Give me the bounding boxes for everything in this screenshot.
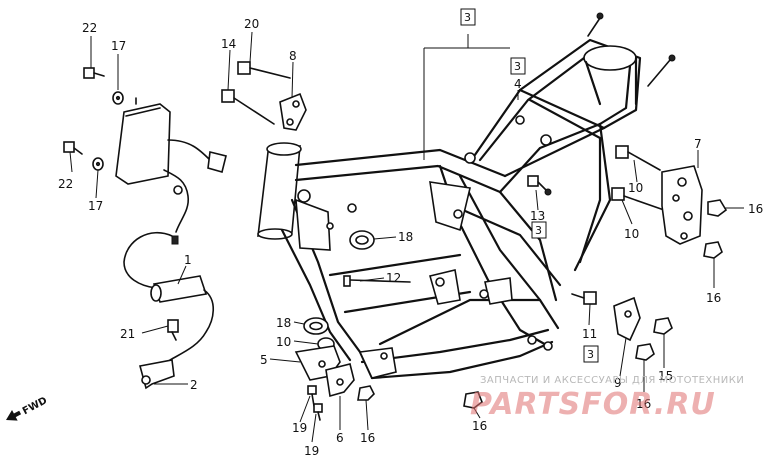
callout-3: 3 [535,224,542,237]
callout-16: 16 [706,291,721,305]
callout-1: 1 [184,253,192,267]
callout-16: 16 [472,419,487,433]
bolt-22-top [83,67,105,79]
bolt-20 [237,61,291,79]
callout-22: 22 [82,21,97,35]
callout-10: 10 [628,181,643,195]
boxed-callout-3 [583,345,599,363]
nut-16-right-mid [703,241,723,259]
spark-plug-cap [138,359,175,390]
callout-7: 7 [694,137,702,151]
bolt-19a [307,385,317,407]
watermark-logo: PARTSFOR.RU [470,387,716,422]
callout-8: 8 [289,49,297,63]
frame-body [257,12,676,380]
bolt-21 [167,319,179,341]
bolt-19b [313,403,323,421]
washer-17-top [112,91,124,105]
leader-lines [69,31,744,443]
bolt-11 [571,291,597,305]
bolt-10-mid [611,187,665,211]
watermark: ЗАПЧАСТИ И АКСЕССУАРЫ ДЛЯ МОТОТЕХНИКИ PA… [470,375,744,422]
bolt-22-lower [63,141,83,155]
callout-10: 10 [624,227,639,241]
boxed-callout-3 [531,221,547,239]
callout-16: 16 [360,431,375,445]
callout-2: 2 [190,378,198,392]
fwd-arrow: FWD [6,395,49,421]
bolt-13 [527,175,552,196]
callout-20: 20 [244,17,259,31]
bracket-9 [613,296,641,342]
callout-10: 10 [276,335,291,349]
callout-16: 16 [636,397,651,411]
callout-11: 11 [582,327,597,341]
callout-22: 22 [58,177,73,191]
callout-18: 18 [276,316,291,330]
callout-5: 5 [260,353,268,367]
callout-6: 6 [336,431,344,445]
callout-9: 9 [614,376,622,390]
nut-16-lower-left [357,385,375,401]
callout-3: 3 [464,11,471,24]
callout-3: 3 [514,60,521,73]
callout-3: 3 [587,348,594,361]
callout-19: 19 [304,444,319,458]
grommet-18-upper [349,230,375,250]
nut-15 [653,317,673,335]
callout-14: 14 [221,37,236,51]
bracket-8 [279,92,307,131]
arrow-icon [6,410,22,421]
boxed-callout-3 [510,57,526,75]
bolt-12 [343,275,411,287]
nut-16-right-low [635,343,655,361]
callout-16: 16 [748,202,763,216]
bracket-6 [325,363,355,398]
boxed-callout-3 [460,8,476,26]
bracket-7 [661,165,703,245]
cdi-unit [115,97,227,245]
callout-21: 21 [120,327,135,341]
callout-13: 13 [530,209,545,223]
nut-16-bottom-center [463,391,483,409]
callout-labels: 22 17 20 14 8 22 17 3 3 4 7 10 10 16 16 … [58,8,763,458]
ignition-coil [123,231,215,361]
grommet-18-lower [303,317,329,335]
callout-17: 17 [88,199,103,213]
callout-19: 19 [292,421,307,435]
fwd-label: FWD [21,395,49,417]
callout-12: 12 [386,271,401,285]
bolt-14 [221,89,275,125]
callout-4: 4 [514,77,522,91]
bolt-10-upper [615,145,661,171]
washer-17-lower [92,157,104,171]
callout-15: 15 [658,369,673,383]
callout-18: 18 [398,230,413,244]
nut-16-right-top [707,199,728,217]
watermark-tagline: ЗАПЧАСТИ И АКСЕССУАРЫ ДЛЯ МОТОТЕХНИКИ [480,375,744,386]
callout-17: 17 [111,39,126,53]
